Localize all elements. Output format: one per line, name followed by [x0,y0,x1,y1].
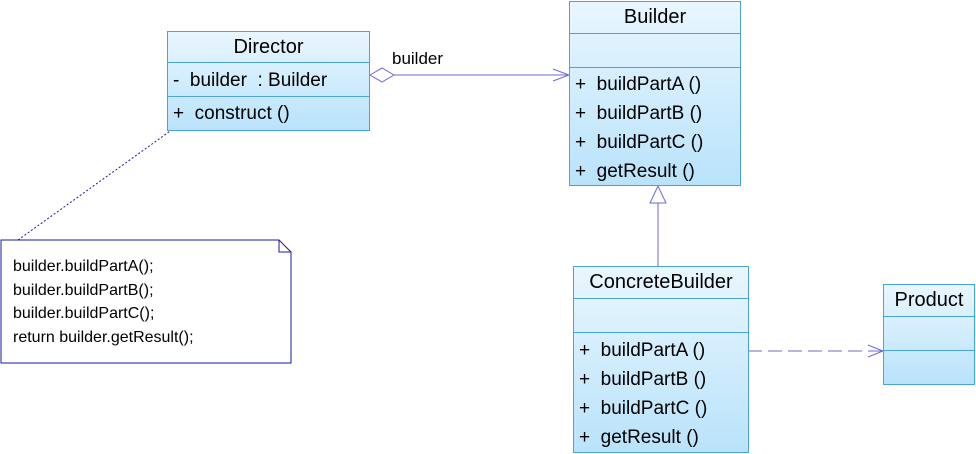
director-operation-construct: + construct () [173,103,290,124]
builder-operation-getresult: + getResult () [575,161,695,182]
generalization-arrowhead [649,184,667,204]
concrete-builder-operation-getresult: + getResult () [579,427,699,448]
note-line: builder.buildPartA(); [13,258,154,275]
builder-operation-buildpartc: + buildPartC () [575,132,704,153]
class-concrete-builder[interactable]: ConcreteBuilder + buildPartA () + buildP… [573,266,749,453]
note-anchor-line [17,123,181,241]
class-director-name: Director [168,32,369,63]
note-line: builder.buildPartB(); [13,281,154,299]
note-shape [0,239,292,364]
class-builder-attributes [570,34,740,68]
concrete-builder-operation-buildpartc: + buildPartC () [579,398,708,419]
class-director-operations: + construct () [168,97,369,130]
class-builder-name: Builder [570,2,740,34]
builder-operation-buildparta: + buildPartA () [575,74,702,95]
association-label: builder [392,49,444,68]
concrete-builder-operation-buildpartb: + buildPartB () [579,369,707,390]
class-product-operations [884,351,974,384]
class-product[interactable]: Product [883,284,975,385]
class-director-attributes: - builder : Builder [168,63,369,97]
note-text: builder.buildPartA(); builder.buildPartB… [13,255,194,349]
class-product-attributes [884,317,974,351]
note-line: return builder.getResult(); [13,328,194,346]
class-product-name: Product [884,285,974,317]
class-concrete-builder-operations: + buildPartA () + buildPartB () + buildP… [574,333,748,452]
builder-operation-buildpartb: + buildPartB () [575,103,703,124]
class-builder-operations: + buildPartA () + buildPartB () + buildP… [570,68,740,185]
director-attribute-builder: - builder : Builder [173,70,328,91]
class-builder[interactable]: Builder + buildPartA () + buildPartB () … [569,1,741,186]
note: builder.buildPartA(); builder.buildPartB… [1,240,291,363]
note-line: builder.buildPartC(); [13,305,155,322]
class-concrete-builder-attributes [574,299,748,333]
aggregation-diamond [369,67,395,83]
class-director[interactable]: Director - builder : Builder + construct… [167,31,370,131]
class-concrete-builder-name: ConcreteBuilder [574,267,748,299]
concrete-builder-operation-buildparta: + buildPartA () [579,340,706,361]
